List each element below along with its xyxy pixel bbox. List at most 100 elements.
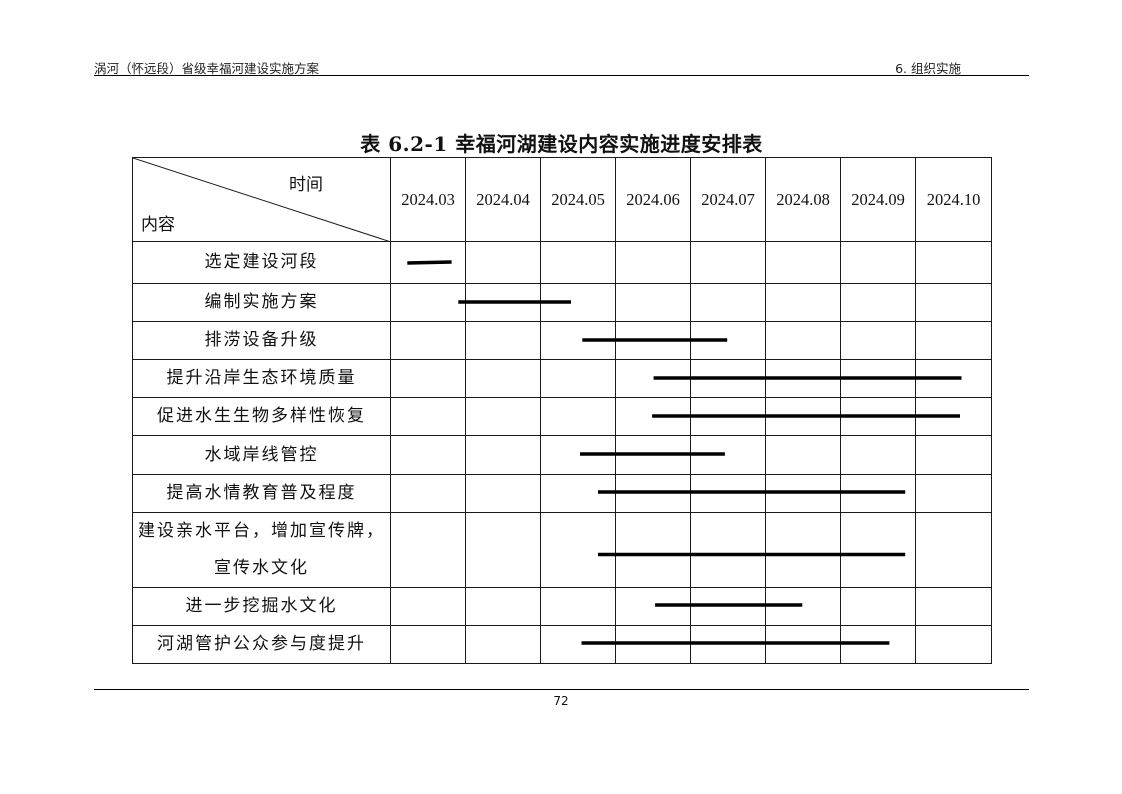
schedule-cell <box>840 624 916 665</box>
schedule-cell <box>465 359 541 399</box>
schedule-cell <box>615 241 691 285</box>
task-row: 选定建设河段 <box>132 241 992 285</box>
task-name-line: 提高水情教育普及程度 <box>166 482 357 503</box>
schedule-cell <box>840 321 916 361</box>
schedule-cell <box>915 586 992 626</box>
schedule-cell <box>390 397 466 437</box>
task-row: 水域岸线管控 <box>132 435 992 475</box>
schedule-cell <box>390 321 466 361</box>
schedule-cell <box>615 624 691 665</box>
month-header: 2024.09 <box>840 156 916 243</box>
task-name-cell: 排涝设备升级 <box>132 321 391 361</box>
task-name-line: 提升沿岸生态环境质量 <box>166 368 357 389</box>
schedule-cell <box>840 241 916 285</box>
schedule-cell <box>690 624 766 665</box>
month-header: 2024.06 <box>615 156 691 243</box>
schedule-cell <box>615 359 691 399</box>
task-name-cell: 提升沿岸生态环境质量 <box>132 359 391 399</box>
task-name-cell: 促进水生生物多样性恢复 <box>132 397 391 437</box>
schedule-cell <box>540 321 616 361</box>
schedule-cell <box>465 511 541 588</box>
schedule-cell <box>915 283 992 323</box>
page-header: 涡河（怀远段）省级幸福河建设实施方案 6. 组织实施 <box>94 56 1029 76</box>
schedule-cell <box>765 321 841 361</box>
schedule-cell <box>390 473 466 513</box>
month-header: 2024.10 <box>915 156 992 243</box>
schedule-cell <box>465 397 541 437</box>
schedule-cell <box>390 359 466 399</box>
schedule-cell <box>915 397 992 437</box>
task-row: 排涝设备升级 <box>132 321 992 361</box>
schedule-cell <box>765 397 841 437</box>
schedule-cell <box>690 511 766 588</box>
schedule-cell <box>690 586 766 626</box>
schedule-cell <box>840 586 916 626</box>
schedule-cell <box>765 473 841 513</box>
schedule-cell <box>915 435 992 475</box>
schedule-cell <box>765 283 841 323</box>
month-header: 2024.08 <box>765 156 841 243</box>
task-name-line: 水域岸线管控 <box>204 444 319 465</box>
schedule-cell <box>615 397 691 437</box>
task-row: 提升沿岸生态环境质量 <box>132 359 992 399</box>
task-name-line: 建设亲水平台，增加宣传牌， <box>138 520 385 541</box>
schedule-cell <box>765 435 841 475</box>
schedule-cell <box>915 473 992 513</box>
schedule-cell <box>765 586 841 626</box>
schedule-cell <box>615 283 691 323</box>
schedule-cell <box>540 283 616 323</box>
task-name-line: 进一步挖掘水文化 <box>185 595 338 616</box>
schedule-cell <box>390 511 466 588</box>
page-number: 72 <box>553 694 569 708</box>
header-rule <box>94 75 1029 76</box>
table-title: 表 6.2-1 幸福河湖建设内容实施进度安排表 <box>360 132 763 156</box>
schedule-cell <box>540 359 616 399</box>
task-name-cell: 提高水情教育普及程度 <box>132 473 391 513</box>
schedule-cell <box>915 321 992 361</box>
schedule-cell <box>915 511 992 588</box>
schedule-cell <box>690 435 766 475</box>
task-name-line: 编制实施方案 <box>204 292 319 313</box>
schedule-cell <box>615 435 691 475</box>
schedule-cell <box>690 473 766 513</box>
schedule-cell <box>840 473 916 513</box>
task-name-line: 选定建设河段 <box>204 252 319 273</box>
task-name-cell: 水域岸线管控 <box>132 435 391 475</box>
task-name-cell: 编制实施方案 <box>132 283 391 323</box>
task-row: 河湖管护公众参与度提升 <box>132 624 992 665</box>
section-label: 6. 组织实施 <box>895 61 961 76</box>
task-row: 建设亲水平台，增加宣传牌，宣传水文化 <box>132 511 992 588</box>
task-name-line: 促进水生生物多样性恢复 <box>157 406 366 427</box>
schedule-cell <box>465 473 541 513</box>
schedule-cell <box>540 586 616 626</box>
schedule-cell <box>390 435 466 475</box>
schedule-cell <box>840 283 916 323</box>
task-name-line: 河湖管护公众参与度提升 <box>157 633 366 654</box>
schedule-cell <box>765 241 841 285</box>
schedule-cell <box>915 241 992 285</box>
schedule-cell <box>540 511 616 588</box>
schedule-cell <box>540 397 616 437</box>
schedule-cell <box>765 359 841 399</box>
schedule-cell <box>840 359 916 399</box>
task-name-cell: 河湖管护公众参与度提升 <box>132 624 391 665</box>
schedule-cell <box>465 241 541 285</box>
schedule-cell <box>390 586 466 626</box>
schedule-table: 时间 内容 2024.03 2024.04 2024.05 2024.06 20… <box>132 156 992 665</box>
schedule-cell <box>465 321 541 361</box>
task-name-cell: 建设亲水平台，增加宣传牌，宣传水文化 <box>132 511 391 588</box>
task-row: 进一步挖掘水文化 <box>132 586 992 626</box>
schedule-cell <box>840 397 916 437</box>
schedule-cell <box>690 397 766 437</box>
task-row: 提高水情教育普及程度 <box>132 473 992 513</box>
month-header: 2024.04 <box>465 156 541 243</box>
task-name-line: 排涝设备升级 <box>204 330 319 351</box>
schedule-cell <box>615 321 691 361</box>
task-name-cell: 选定建设河段 <box>132 241 391 285</box>
schedule-cell <box>840 511 916 588</box>
schedule-cell <box>765 624 841 665</box>
month-header: 2024.07 <box>690 156 766 243</box>
schedule-cell <box>615 586 691 626</box>
schedule-cell <box>465 435 541 475</box>
schedule-cell <box>465 283 541 323</box>
